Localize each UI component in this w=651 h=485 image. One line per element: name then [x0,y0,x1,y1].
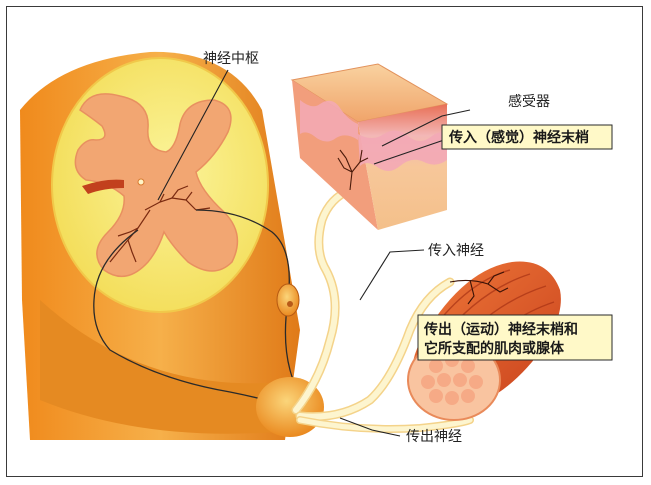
dorsal-root-ganglion [277,284,299,316]
ganglion-cell [287,301,293,307]
label-nerve-center: 神经中枢 [203,51,259,67]
label-efferent-ending-line1: 传出（运动）神经末梢和 [423,321,578,338]
label-afferent-nerve: 传入神经 [428,243,484,259]
label-efferent-nerve: 传出神经 [406,429,462,445]
label-efferent-ending-line2: 它所支配的肌肉或腺体 [424,340,565,357]
label-receptor: 感受器 [508,93,550,110]
spinal-cord [20,52,300,440]
central-canal [138,179,144,185]
label-afferent-ending: 传入（感觉）神经末梢 [448,129,589,146]
